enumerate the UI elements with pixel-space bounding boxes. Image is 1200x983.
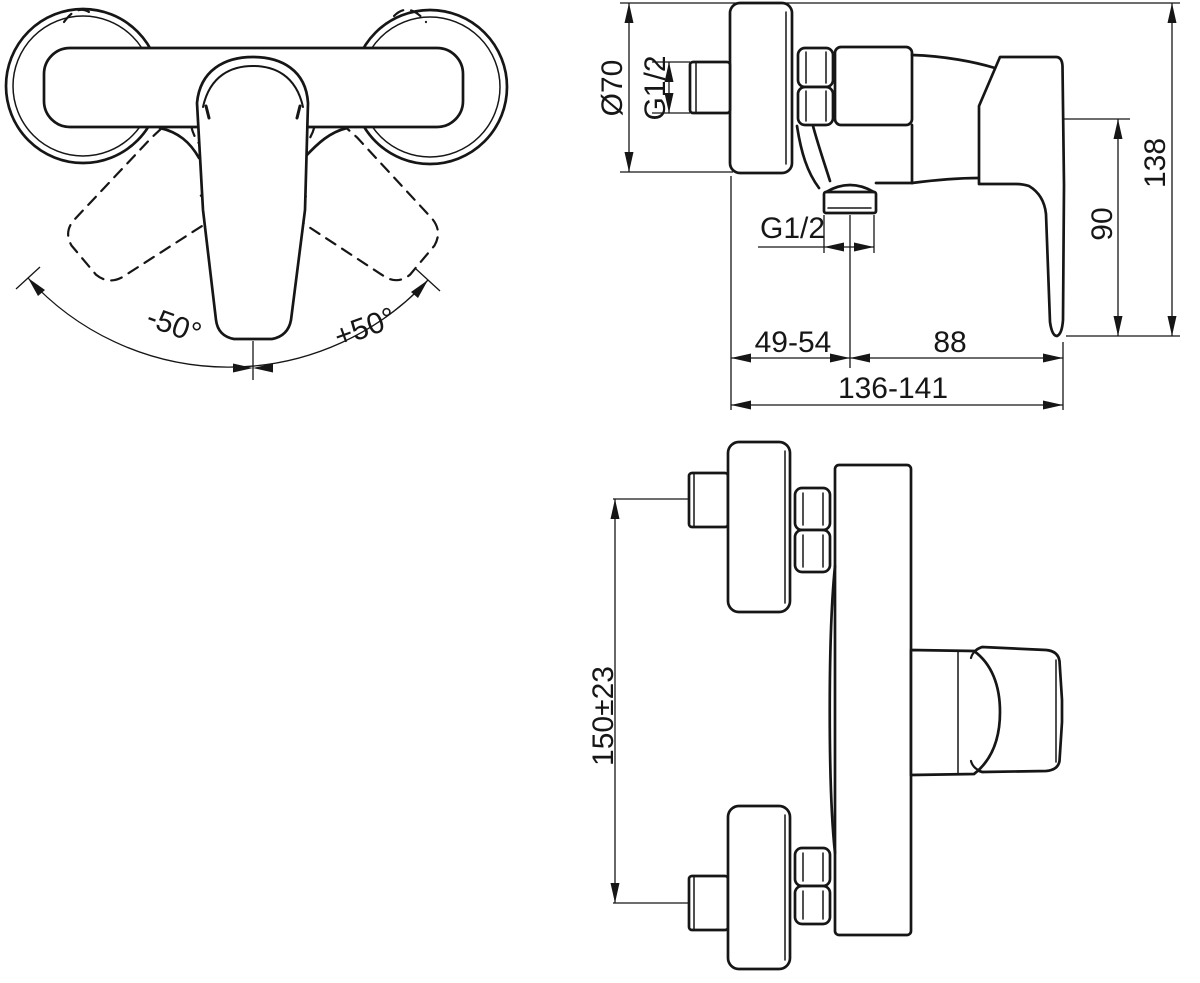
s-union-neck-left	[795, 124, 821, 190]
dim-total-depth: 136-141	[838, 372, 948, 405]
dim-inlet-thread: G1/2	[639, 55, 672, 120]
casing-bottom-edge	[910, 176, 981, 185]
arrowhead	[624, 3, 634, 23]
dashed-arc-right	[392, 8, 428, 24]
dim-connection-spacing: 150±23	[587, 666, 620, 766]
handle-cap-seam	[202, 64, 304, 108]
arrowhead	[664, 93, 674, 113]
outlet-port	[822, 190, 878, 215]
arrowhead	[1167, 3, 1177, 23]
arrowhead	[824, 242, 844, 252]
dim-line	[758, 215, 875, 368]
arrowhead	[1113, 316, 1123, 336]
lower-escutcheon-top	[726, 804, 792, 971]
cartridge-hub-top	[909, 648, 1002, 777]
valve-body-side	[833, 45, 914, 127]
lower-union-nut-b	[793, 884, 832, 926]
arrowhead	[233, 363, 253, 373]
union-nut-lower	[796, 85, 835, 127]
dim-outlet-to-handle: 88	[933, 326, 966, 359]
upper-escutcheon-top	[726, 440, 792, 614]
upper-union-nut-a	[793, 486, 832, 532]
union-nut-facets	[805, 51, 827, 122]
lower-nipple	[687, 874, 730, 932]
arrowhead	[1043, 400, 1063, 410]
handle-corner-hooks	[969, 645, 985, 774]
escutcheon-side	[728, 1, 794, 175]
lower-union-nut-a	[793, 846, 832, 888]
inlet-nipple	[688, 60, 732, 115]
arrowhead	[1167, 316, 1177, 336]
union-nut-upper	[796, 46, 835, 89]
arrowhead	[411, 280, 428, 298]
dashed-arc-left	[62, 8, 96, 24]
arrowhead	[731, 400, 751, 410]
top-view: 150±23	[587, 440, 1064, 971]
dim-line	[730, 176, 1064, 410]
side-view: Ø70 G1/2 G1/2 49-54 88 136-141 90 138	[596, 1, 1180, 410]
dim-outlet-thread: G1/2	[760, 212, 825, 245]
arrowhead	[830, 353, 850, 363]
handle-side	[977, 55, 1066, 338]
dim-handle-drop: 90	[1086, 207, 1119, 240]
handle-index-marks	[204, 104, 302, 120]
dim-line	[1064, 3, 1180, 337]
arrowhead	[624, 152, 634, 172]
outlet-port-lip	[824, 183, 876, 194]
arrowhead	[253, 363, 273, 373]
body-bulge-edge	[828, 564, 837, 855]
arrowhead	[850, 353, 870, 363]
cartridge-dome-edge	[910, 53, 997, 70]
front-view: -50° +50°	[4, 5, 509, 380]
arrowhead	[610, 499, 620, 519]
dim-escutcheon-diameter: Ø70	[596, 60, 629, 117]
handle-front	[195, 55, 310, 341]
arrowhead	[28, 278, 45, 296]
dim-angle-right: +50°	[330, 301, 400, 354]
arrowhead	[664, 62, 674, 82]
dim-line	[620, 3, 733, 173]
arrowhead	[731, 353, 751, 363]
handle-fillets	[158, 126, 349, 160]
upper-nipple	[687, 471, 730, 529]
lower-union-nut-facets	[802, 852, 824, 920]
arrowhead	[610, 883, 620, 903]
dim-wall-to-outlet: 49-54	[755, 326, 832, 359]
dim-line	[613, 498, 688, 904]
upper-union-nut-b	[793, 528, 832, 574]
dim-total-height: 138	[1139, 138, 1172, 188]
arrowhead	[1043, 353, 1063, 363]
s-union-neck-right	[811, 124, 832, 183]
arrowhead	[1113, 119, 1123, 139]
arrowhead	[854, 242, 874, 252]
dim-angle-left: -50°	[142, 301, 205, 351]
angle-arc	[27, 277, 429, 368]
upper-union-nut-facets	[802, 492, 824, 568]
backplate-top	[833, 463, 913, 937]
